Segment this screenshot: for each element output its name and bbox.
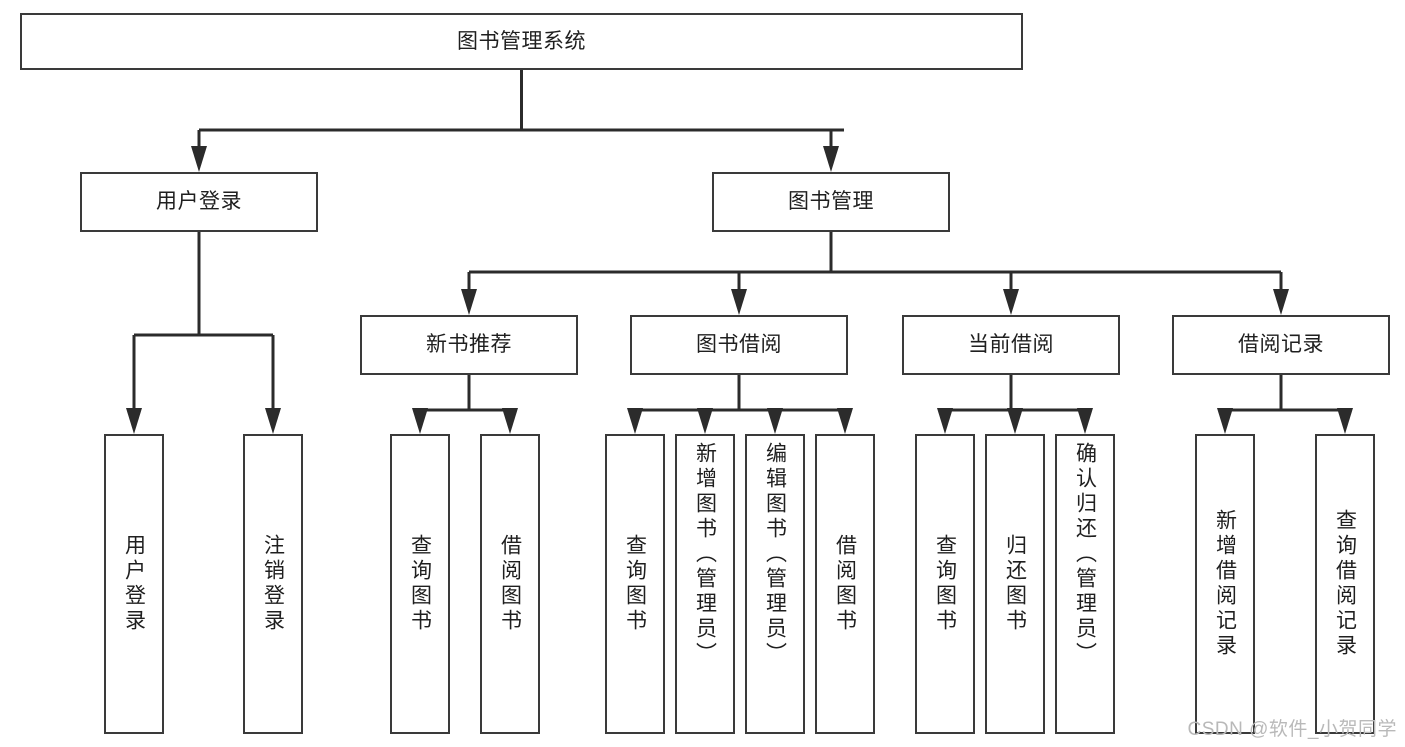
node-book-manage[interactable]: 图书管理 (712, 172, 950, 232)
node-leaf-add-book-label: 新增图书（管理员） (693, 442, 717, 667)
node-book-manage-label: 图书管理 (788, 190, 874, 214)
node-root-system-label: 图书管理系统 (457, 29, 586, 53)
node-leaf-confirm-return[interactable]: 确认归还（管理员） (1055, 434, 1115, 734)
node-leaf-borrow-book-1-label: 借阅图书 (498, 534, 522, 634)
node-leaf-query-book-3-label: 查询图书 (933, 534, 957, 634)
node-leaf-query-book-2[interactable]: 查询图书 (605, 434, 665, 734)
node-borrow-record[interactable]: 借阅记录 (1172, 315, 1390, 375)
node-current-borrow[interactable]: 当前借阅 (902, 315, 1120, 375)
connector-arrowhead (502, 408, 518, 434)
node-leaf-borrow-book-1[interactable]: 借阅图书 (480, 434, 540, 734)
connector-arrowhead (823, 146, 839, 172)
connector-arrowhead (461, 289, 477, 315)
node-leaf-query-book-1[interactable]: 查询图书 (390, 434, 450, 734)
node-leaf-return-book-label: 归还图书 (1003, 534, 1027, 634)
node-leaf-user-login-label: 用户登录 (122, 534, 146, 634)
node-leaf-query-book-1-label: 查询图书 (408, 534, 432, 634)
connector-arrowhead (1273, 289, 1289, 315)
node-leaf-logout-label: 注销登录 (261, 534, 285, 634)
node-current-borrow-label: 当前借阅 (968, 333, 1054, 357)
node-user-login[interactable]: 用户登录 (80, 172, 318, 232)
node-leaf-query-record-label: 查询借阅记录 (1333, 509, 1357, 659)
connector-arrowhead (837, 408, 853, 434)
node-leaf-query-book-3[interactable]: 查询图书 (915, 434, 975, 734)
node-leaf-edit-book[interactable]: 编辑图书（管理员） (745, 434, 805, 734)
node-leaf-query-book-2-label: 查询图书 (623, 534, 647, 634)
connector-arrowhead (697, 408, 713, 434)
connector-arrowhead (265, 408, 281, 434)
node-book-borrow-label: 图书借阅 (696, 333, 782, 357)
connector-arrowhead (1003, 289, 1019, 315)
node-leaf-confirm-return-label: 确认归还（管理员） (1073, 442, 1097, 667)
connector-arrowhead (191, 146, 207, 172)
node-leaf-logout[interactable]: 注销登录 (243, 434, 303, 734)
connector-arrowhead (1007, 408, 1023, 434)
node-leaf-borrow-book-2-label: 借阅图书 (833, 534, 857, 634)
node-leaf-borrow-book-2[interactable]: 借阅图书 (815, 434, 875, 734)
connector-arrowhead (627, 408, 643, 434)
connector-arrowhead (1077, 408, 1093, 434)
connector-arrowhead (126, 408, 142, 434)
node-new-book-rec[interactable]: 新书推荐 (360, 315, 578, 375)
node-book-borrow[interactable]: 图书借阅 (630, 315, 848, 375)
node-leaf-add-book[interactable]: 新增图书（管理员） (675, 434, 735, 734)
watermark-credit: CSDN @软件_小贺同学 (1187, 719, 1397, 740)
node-leaf-add-record-label: 新增借阅记录 (1213, 509, 1237, 659)
node-root-system[interactable]: 图书管理系统 (20, 13, 1023, 70)
connector-arrowhead (937, 408, 953, 434)
node-leaf-add-record[interactable]: 新增借阅记录 (1195, 434, 1255, 734)
connector-arrowhead (767, 408, 783, 434)
node-leaf-edit-book-label: 编辑图书（管理员） (763, 442, 787, 667)
node-borrow-record-label: 借阅记录 (1238, 333, 1324, 357)
node-leaf-query-record[interactable]: 查询借阅记录 (1315, 434, 1375, 734)
connector-arrowhead (1337, 408, 1353, 434)
connector-arrowhead (731, 289, 747, 315)
connector-arrowhead (412, 408, 428, 434)
node-leaf-return-book[interactable]: 归还图书 (985, 434, 1045, 734)
connector-arrowhead (1217, 408, 1233, 434)
node-leaf-user-login[interactable]: 用户登录 (104, 434, 164, 734)
node-new-book-rec-label: 新书推荐 (426, 333, 512, 357)
node-user-login-label: 用户登录 (156, 190, 242, 214)
